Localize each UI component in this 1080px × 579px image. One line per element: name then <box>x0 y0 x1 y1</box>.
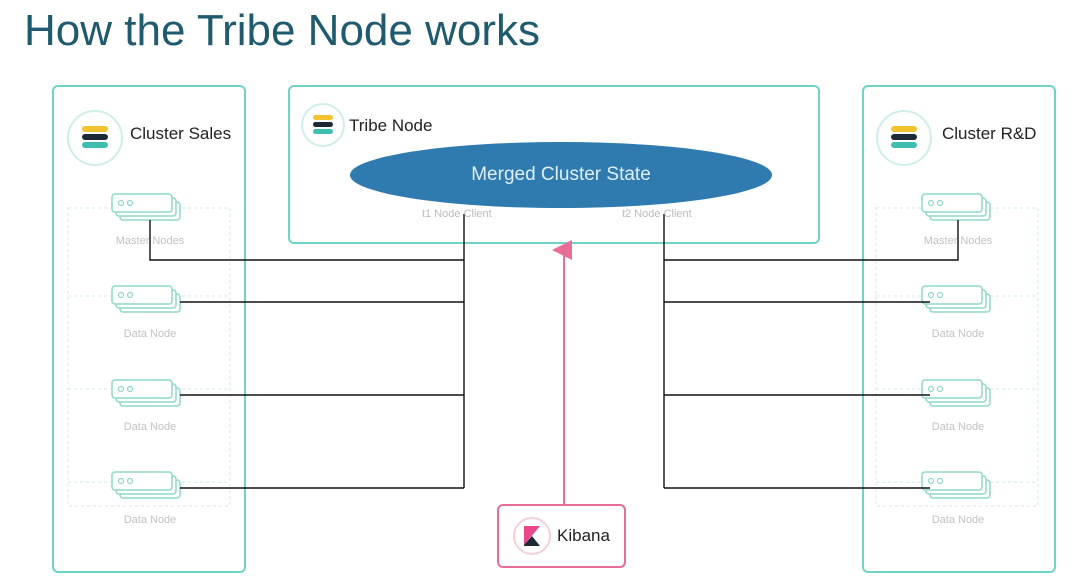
left-node-label-2: Data Node <box>123 328 177 340</box>
right-node-label-2: Data Node <box>931 328 985 340</box>
node-client-t1: t1 Node Client <box>422 208 492 220</box>
cluster-rd-logo-icon <box>876 110 932 166</box>
left-connector-lines <box>149 214 465 489</box>
merged-cluster-state: Merged Cluster State <box>350 142 772 208</box>
left-node-label-3: Data Node <box>123 421 177 433</box>
kibana-logo-icon <box>513 517 551 555</box>
cluster-sales-title: Cluster Sales <box>130 124 232 143</box>
right-dashed-grid <box>875 207 1039 507</box>
right-connector-lines <box>663 214 959 489</box>
right-node-label-3: Data Node <box>931 421 985 433</box>
left-node-dots <box>117 199 134 485</box>
cluster-rd-title: Cluster R&D <box>942 124 1037 143</box>
left-node-label-4: Data Node <box>123 514 177 526</box>
right-node-dots <box>927 199 944 485</box>
cluster-sales-box <box>52 85 246 573</box>
tribe-node-title: Tribe Node <box>349 116 433 135</box>
left-node-label-1: Master Nodes <box>115 235 185 247</box>
right-node-icons <box>921 193 991 499</box>
right-node-label-1: Master Nodes <box>923 235 993 247</box>
kibana-box: Kibana <box>497 504 626 568</box>
kibana-label: Kibana <box>557 526 610 545</box>
cluster-rd-box <box>862 85 1056 573</box>
left-dashed-grid <box>67 207 231 507</box>
merged-cluster-state-label: Merged Cluster State <box>471 164 651 185</box>
page-title: How the Tribe Node works <box>24 6 540 55</box>
node-client-t2: t2 Node Client <box>622 208 692 220</box>
left-node-icons <box>111 193 181 499</box>
tribe-node-logo-icon <box>301 103 345 147</box>
cluster-sales-logo-icon <box>67 110 123 166</box>
right-node-label-4: Data Node <box>931 514 985 526</box>
